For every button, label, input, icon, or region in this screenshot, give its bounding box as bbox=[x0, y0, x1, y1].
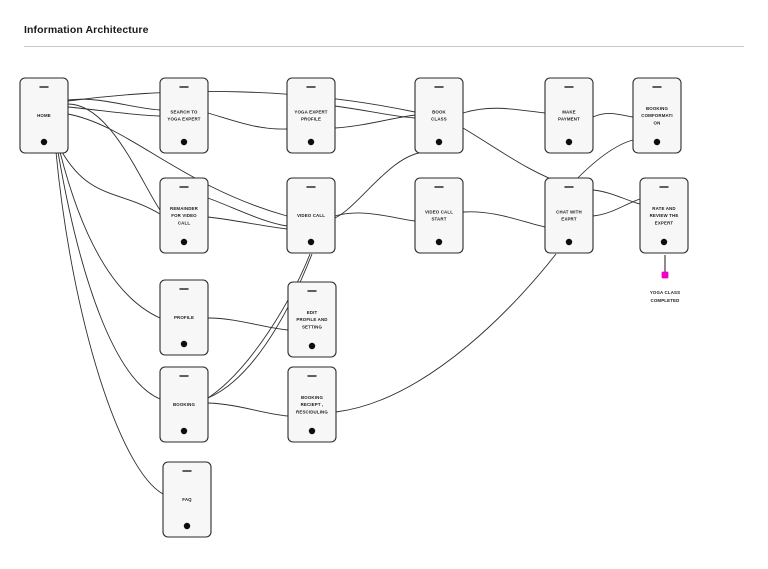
edge-chat_expert-to-rate_review bbox=[592, 189, 641, 205]
phone-frame bbox=[287, 281, 337, 358]
home-button-icon bbox=[660, 238, 668, 246]
edge-expert_profile-to-book_class bbox=[334, 105, 416, 119]
edge-profile-to-edit_profile bbox=[207, 317, 289, 331]
edge-home-to-video_call bbox=[67, 113, 288, 217]
node-faq[interactable]: FAQ bbox=[162, 461, 212, 538]
edge-video_call-to-booking bbox=[207, 253, 311, 399]
node-label: VIDEO CALL bbox=[297, 213, 325, 218]
home-button-icon bbox=[183, 522, 191, 530]
edge-video_start-to-chat_expert bbox=[462, 211, 546, 228]
edge-chat_expert-to-rate_review bbox=[592, 198, 641, 217]
home-button-icon bbox=[435, 138, 443, 146]
edge-home-to-remainder_dn bbox=[61, 151, 161, 215]
edge-expert_profile-to-book_class bbox=[334, 114, 416, 129]
phone-frame bbox=[286, 177, 336, 254]
edge-home-to-remainder bbox=[67, 103, 161, 211]
phone-frame bbox=[19, 77, 69, 154]
home-button-icon bbox=[180, 427, 188, 435]
home-button-icon bbox=[308, 342, 316, 350]
home-button-icon bbox=[653, 138, 661, 146]
edge-booking-to-booking_rcpt bbox=[207, 402, 289, 417]
edge-home-to-search bbox=[67, 106, 161, 117]
phone-frame bbox=[414, 177, 464, 254]
phone-frame bbox=[287, 366, 337, 443]
home-button-icon bbox=[565, 138, 573, 146]
phone-frame bbox=[159, 177, 209, 254]
edges-layer bbox=[55, 91, 641, 495]
home-button-icon bbox=[180, 138, 188, 146]
edge-home-to-book_class bbox=[67, 91, 416, 113]
phone-frame bbox=[414, 77, 464, 154]
edge-remainder-to-video_call bbox=[207, 216, 288, 230]
node-label: HOME bbox=[37, 113, 51, 118]
home-button-icon bbox=[307, 238, 315, 246]
home-button-icon bbox=[307, 138, 315, 146]
terminal-marker-icon bbox=[661, 271, 669, 279]
node-label: FAQ bbox=[182, 497, 192, 502]
edge-search-to-expert_profile bbox=[207, 112, 288, 130]
home-button-icon bbox=[40, 138, 48, 146]
home-button-icon bbox=[180, 238, 188, 246]
edge-booking_rcpt-to-chat_expert bbox=[335, 253, 557, 413]
edge-remainder-to-video_call bbox=[207, 197, 288, 227]
phone-frame bbox=[159, 366, 209, 443]
node-profile[interactable]: PROFILE bbox=[159, 279, 209, 356]
edge-home-to-booking bbox=[57, 151, 161, 400]
page-title: Information Architecture bbox=[24, 24, 149, 36]
phone-frame bbox=[544, 77, 594, 154]
phone-frame bbox=[159, 279, 209, 356]
edge-video_call-to-video_start bbox=[334, 212, 416, 222]
edge-home-to-search bbox=[67, 98, 161, 111]
home-button-icon bbox=[435, 238, 443, 246]
node-booking[interactable]: BOOKING bbox=[159, 366, 209, 443]
home-button-icon bbox=[180, 340, 188, 348]
phone-frame bbox=[632, 77, 682, 154]
node-label: PROFILE bbox=[174, 315, 194, 320]
phone-frame bbox=[162, 461, 212, 538]
home-button-icon bbox=[308, 427, 316, 435]
edge-booking-to-edit_profile bbox=[207, 253, 313, 399]
phone-frame bbox=[286, 77, 336, 154]
edge-video_call-to-book_class bbox=[334, 151, 428, 219]
edge-home-to-faq bbox=[55, 151, 164, 495]
phone-frame bbox=[159, 77, 209, 154]
edge-make_payment-to-booking_conf bbox=[592, 112, 634, 118]
node-video_call[interactable]: VIDEO CALL bbox=[286, 177, 336, 254]
home-button-icon bbox=[565, 238, 573, 246]
node-home[interactable]: HOME bbox=[19, 77, 69, 154]
phone-frame bbox=[639, 177, 689, 254]
phone-frame bbox=[544, 177, 594, 254]
edge-home-to-profile bbox=[59, 151, 161, 319]
edge-book_class-to-make_payment bbox=[462, 107, 546, 114]
node-label: BOOKING bbox=[173, 402, 195, 407]
title-divider bbox=[24, 46, 744, 47]
